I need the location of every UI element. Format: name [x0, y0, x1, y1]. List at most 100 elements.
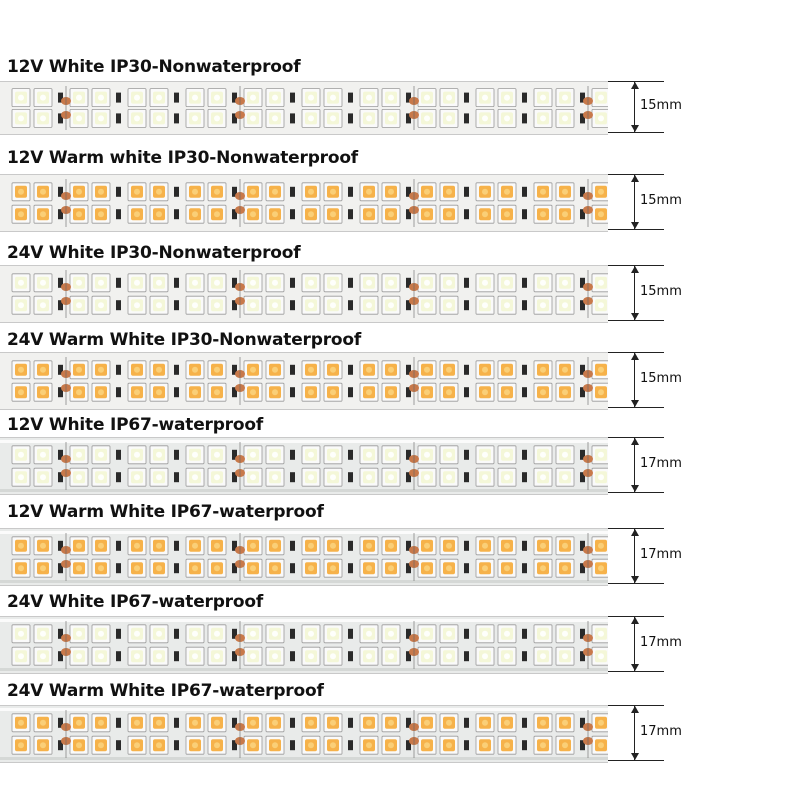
resistor	[522, 387, 527, 398]
resistor	[406, 364, 411, 375]
led-chip	[301, 88, 343, 107]
resistor	[290, 209, 295, 220]
led-chip	[69, 646, 111, 666]
resistor	[580, 387, 585, 398]
width-dimension-marker	[608, 265, 664, 321]
led-chip	[533, 646, 575, 666]
resistor	[232, 628, 237, 639]
resistor	[174, 563, 179, 574]
led-chip	[11, 182, 53, 202]
cut-pads	[235, 179, 245, 227]
resistor	[58, 113, 63, 124]
dimension-tick-bottom	[608, 320, 664, 321]
led-chip	[69, 735, 111, 755]
resistor	[406, 92, 411, 103]
led-chip	[533, 295, 575, 315]
resistor	[580, 300, 585, 311]
led-chip	[11, 204, 53, 224]
led-chip	[475, 713, 517, 733]
led-chip	[243, 273, 285, 293]
led-chip	[69, 204, 111, 224]
cut-pads	[409, 86, 419, 130]
resistor	[174, 387, 179, 398]
resistor	[464, 472, 469, 483]
led-chip	[69, 182, 111, 202]
arrow-up-icon	[631, 353, 639, 360]
cut-pads	[235, 621, 245, 669]
led-chip	[533, 558, 575, 578]
width-label: 15mm	[640, 98, 682, 113]
led-chip	[11, 713, 53, 733]
led-chip	[243, 182, 285, 202]
resistor	[348, 300, 353, 311]
led-chip	[417, 295, 459, 315]
width-label: 15mm	[640, 193, 682, 208]
resistor	[406, 300, 411, 311]
resistor	[406, 540, 411, 551]
dimension-line	[634, 82, 635, 132]
led-chip	[185, 204, 227, 224]
cut-pads	[235, 533, 245, 581]
resistor	[290, 628, 295, 639]
cut-pads	[409, 710, 419, 758]
resistor	[580, 113, 585, 124]
led-chip	[127, 204, 169, 224]
led-chip	[591, 360, 608, 380]
resistor	[348, 740, 353, 751]
width-label: 15mm	[640, 284, 682, 299]
led-chip	[69, 624, 111, 644]
resistor	[348, 209, 353, 220]
resistor	[464, 186, 469, 197]
led-chip	[243, 646, 285, 666]
led-chip	[127, 467, 169, 487]
led-chip	[417, 108, 459, 128]
resistor	[290, 300, 295, 311]
led-chip	[243, 360, 285, 380]
resistor	[232, 387, 237, 398]
cut-pads	[61, 357, 71, 405]
led-chip	[417, 558, 459, 578]
resistor	[348, 717, 353, 728]
resistor	[580, 563, 585, 574]
resistor	[406, 113, 411, 124]
led-chip	[591, 624, 608, 644]
resistor	[290, 540, 295, 551]
resistor	[348, 540, 353, 551]
led-chip	[11, 273, 53, 293]
led-chip	[301, 108, 343, 128]
led-chip	[359, 88, 401, 107]
led-chip	[127, 646, 169, 666]
led-chip	[243, 108, 285, 128]
led-strip-photo	[0, 174, 608, 232]
cut-pads	[61, 533, 71, 581]
led-strip-graphic	[0, 175, 608, 231]
resistor	[406, 387, 411, 398]
resistor	[116, 563, 121, 574]
resistor	[116, 113, 121, 124]
led-chip	[591, 536, 608, 556]
resistor	[58, 740, 63, 751]
cut-pads	[409, 179, 419, 227]
resistor	[58, 186, 63, 197]
resistor	[464, 364, 469, 375]
arrow-down-icon	[631, 222, 639, 229]
coating-shadow	[0, 489, 608, 492]
cut-pads	[409, 442, 419, 490]
strip-title: 24V White IP30-Nonwaterproof	[7, 243, 301, 263]
resistor	[232, 277, 237, 288]
led-chip	[591, 467, 608, 487]
cut-pads	[235, 357, 245, 405]
led-chip	[475, 204, 517, 224]
led-chip	[127, 536, 169, 556]
resistor	[522, 449, 527, 460]
resistor	[580, 186, 585, 197]
led-chip	[475, 735, 517, 755]
resistor	[464, 628, 469, 639]
led-strip-photo	[0, 705, 608, 763]
dimension-line	[634, 438, 635, 492]
led-chip	[301, 445, 343, 465]
led-chip	[359, 273, 401, 293]
strip-title: 24V White IP67-waterproof	[7, 592, 264, 612]
cut-pads	[409, 533, 419, 581]
